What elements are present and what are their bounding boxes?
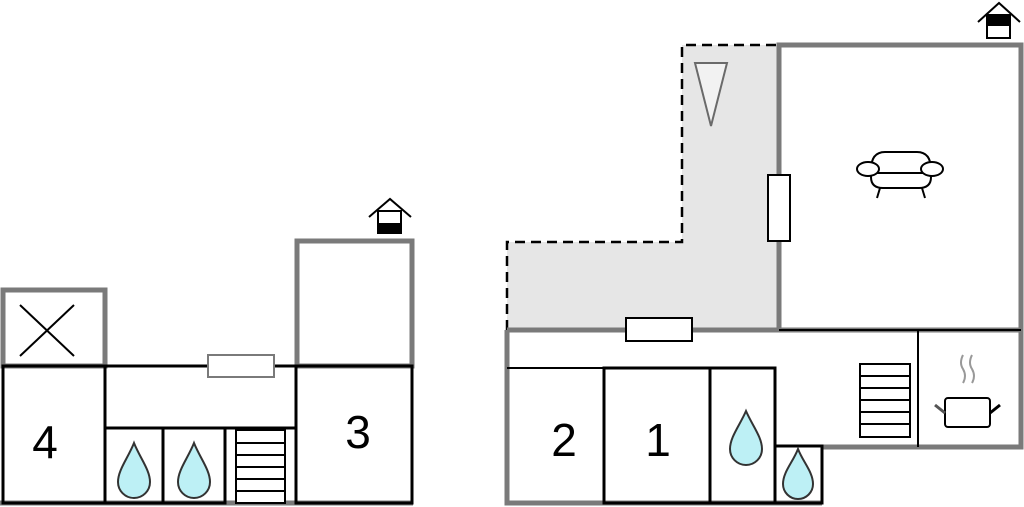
- terrace-triangle-icon: [693, 62, 729, 127]
- stairs-icon: [235, 429, 286, 504]
- terrace: [507, 45, 779, 330]
- storage-room: [0, 287, 108, 369]
- sofa-icon: [856, 151, 944, 199]
- cooking-pot-icon: [934, 354, 1001, 428]
- left-floor: 4 3: [0, 197, 415, 506]
- window: [625, 317, 693, 342]
- room-label-3: 3: [345, 406, 371, 458]
- room-label-4: 4: [32, 416, 58, 468]
- room-label-2: 2: [551, 414, 577, 466]
- bathroom: [708, 366, 777, 505]
- right-floor: 2 1: [504, 1, 1024, 506]
- water-drop-icon: [728, 408, 764, 466]
- bathroom: [773, 444, 824, 505]
- room-3: [294, 364, 414, 505]
- house-entrance-icon: [368, 197, 412, 234]
- x-mark-icon: [19, 304, 75, 357]
- house-entrance-icon: [977, 1, 1021, 39]
- bathroom: [161, 426, 227, 505]
- upper-room: [294, 238, 415, 369]
- window: [767, 174, 791, 242]
- stairs-icon: [859, 363, 911, 438]
- room-label-1: 1: [645, 414, 671, 466]
- window: [207, 354, 275, 378]
- water-drop-icon: [176, 440, 212, 499]
- water-drop-icon: [781, 446, 815, 500]
- water-drop-icon: [116, 440, 152, 499]
